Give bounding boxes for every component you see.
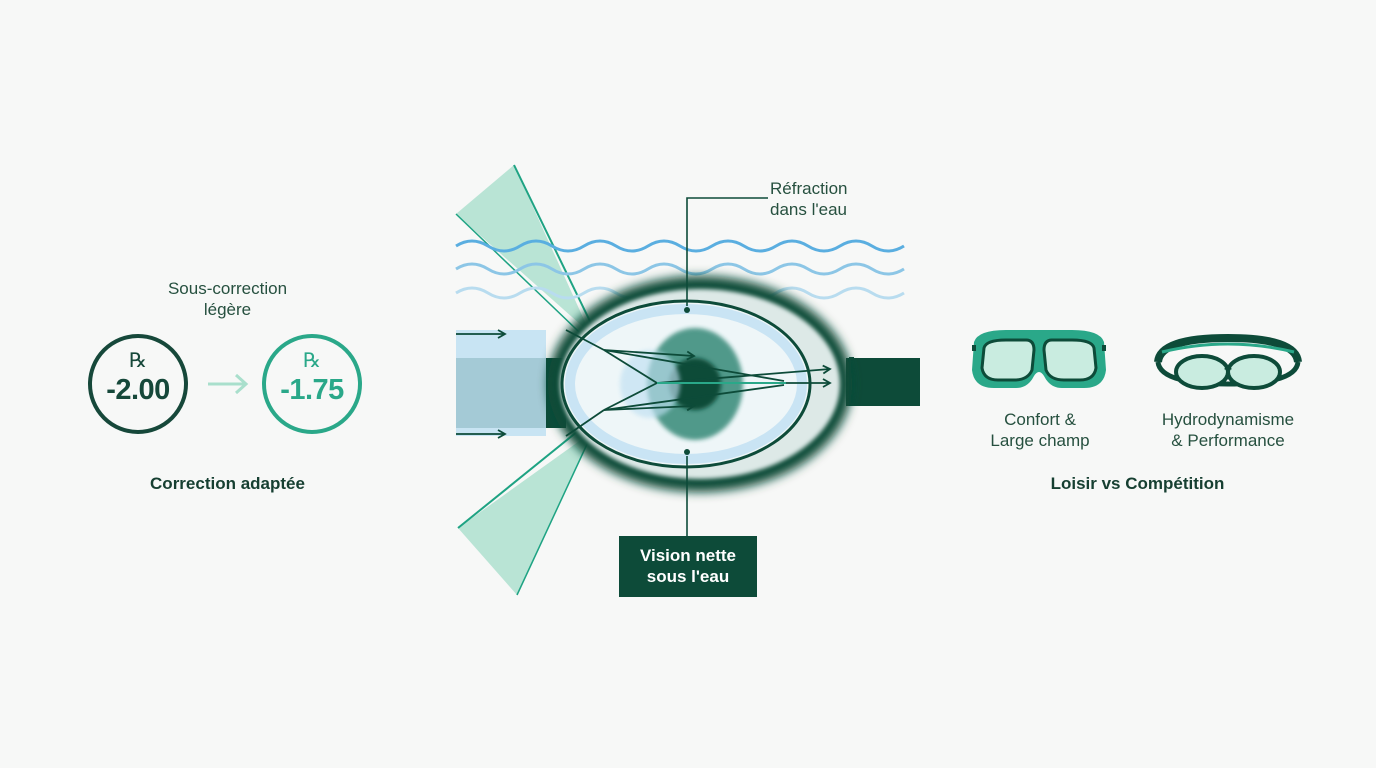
goggle-frame: [548, 276, 852, 492]
vision-callout-dot: [684, 449, 690, 455]
comfort-label-line1: Confort &: [1004, 410, 1076, 429]
undercorrection-label-line2: légère: [203, 300, 252, 319]
hydro-label-line1: Hydrodynamisme: [1161, 410, 1295, 429]
goggle-type-caption: Loisir vs Compétition: [1050, 474, 1225, 493]
undercorrection-label-line1: Sous-correction: [167, 279, 288, 298]
rx-before-value: -2.00: [106, 374, 170, 406]
vision-label-box: Vision nette sous l'eau: [619, 536, 757, 597]
racing-goggles-icon: [1154, 333, 1302, 390]
vision-label-line1: Vision nette: [639, 546, 737, 565]
undercorrection-label: Sous-correction légère: [140, 278, 315, 320]
refraction-callout-line: [686, 197, 768, 306]
goggle-refraction-diagram: [455, 164, 920, 596]
rx-after-value: -1.75: [280, 374, 344, 406]
refraction-label-line1: Réfraction: [770, 179, 848, 198]
goggle-strap-right: [846, 358, 920, 406]
hydro-label: Hydrodynamisme & Performance: [1143, 409, 1313, 451]
hydro-label-line2: & Performance: [1171, 431, 1285, 450]
swim-mask-icon: [972, 330, 1106, 388]
rx-symbol-icon: ℞: [129, 350, 147, 372]
comfort-label: Confort & Large champ: [970, 409, 1110, 451]
arrow-right-icon: [208, 373, 249, 395]
rx-symbol-icon: ℞: [303, 350, 321, 372]
refraction-callout-dot: [684, 307, 690, 313]
refraction-label-line2: dans l'eau: [770, 200, 847, 219]
rx-before-badge: ℞ -2.00: [88, 334, 188, 434]
refraction-label: Réfraction dans l'eau: [770, 178, 865, 220]
rx-after-badge: ℞ -1.75: [262, 334, 362, 434]
vision-label-line2: sous l'eau: [646, 567, 730, 586]
correction-caption: Correction adaptée: [150, 474, 305, 493]
comfort-label-line2: Large champ: [990, 431, 1090, 450]
